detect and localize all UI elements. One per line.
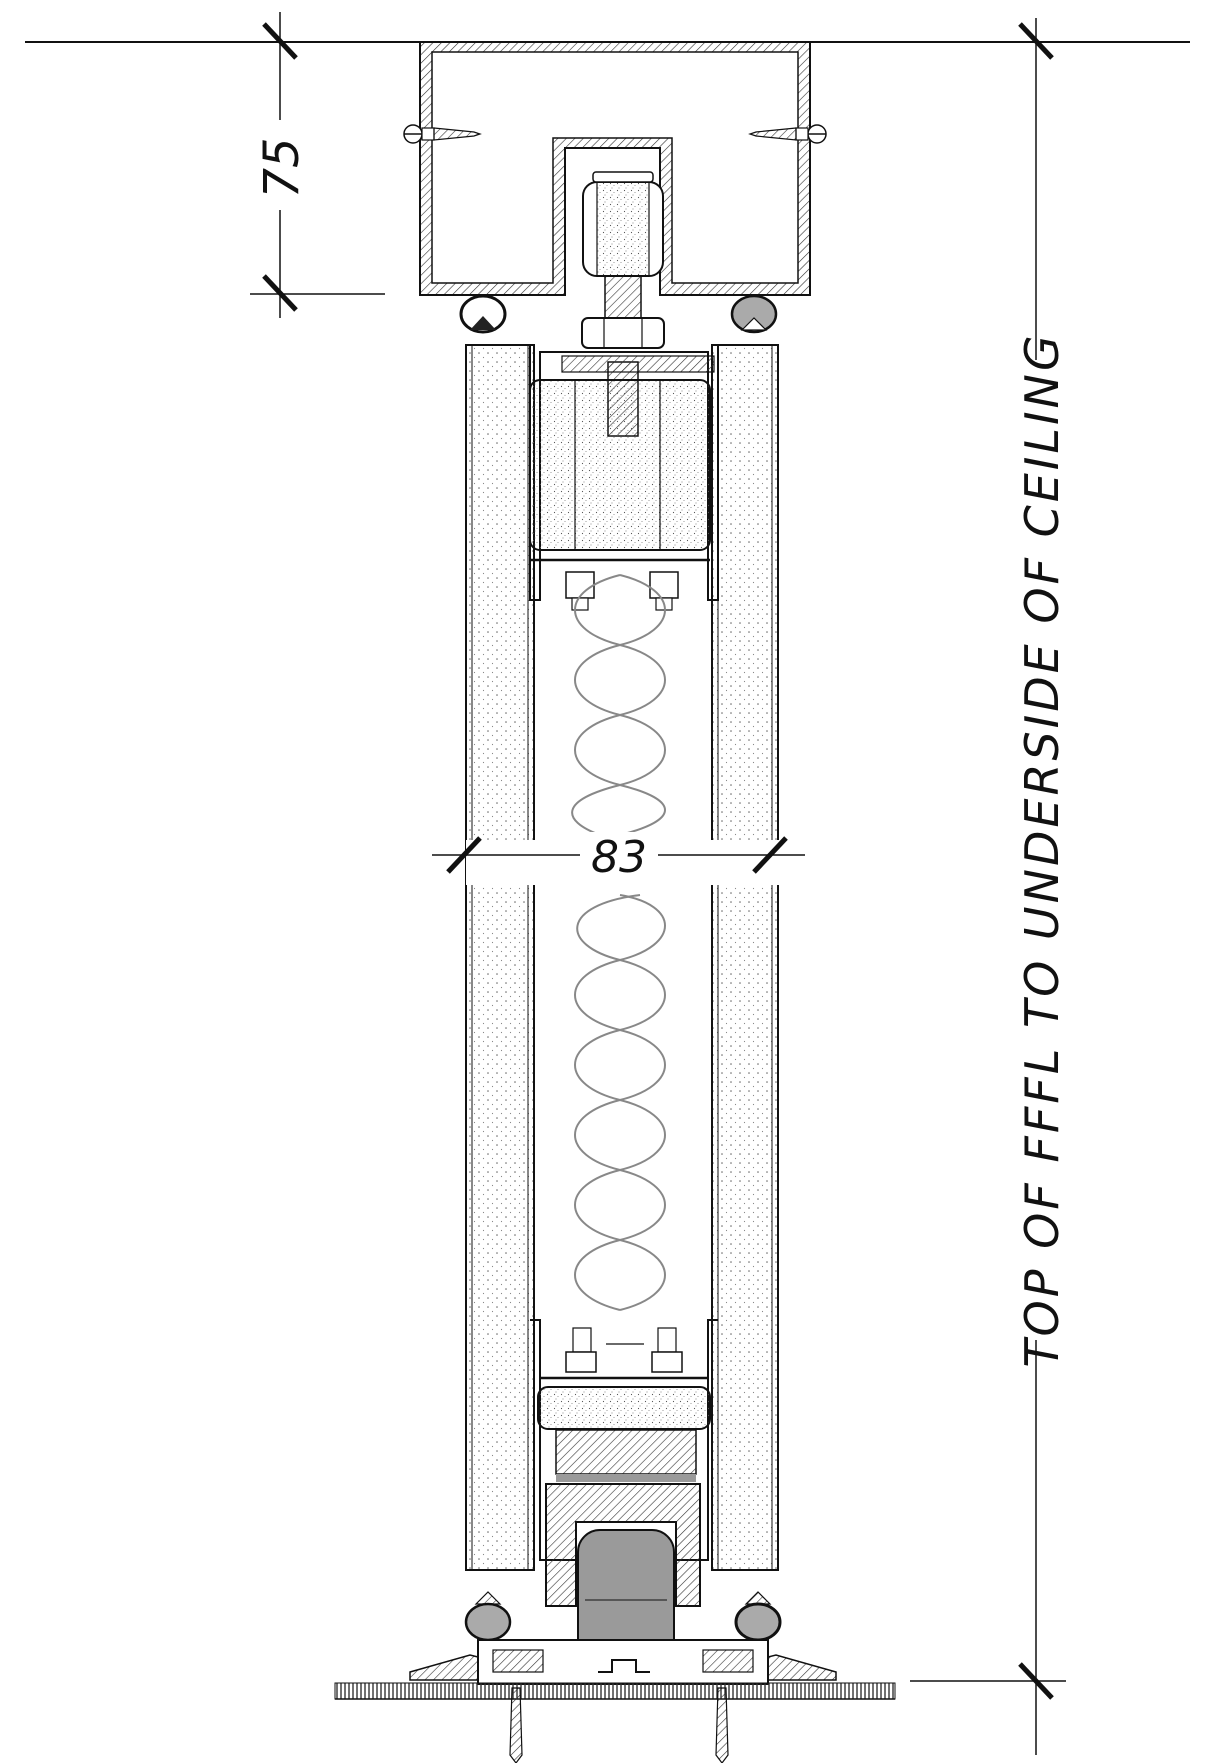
dimension-overall-height-label: TOP OF FFFL TO UNDERSIDE OF CEILING bbox=[1015, 332, 1069, 1367]
bottom-gasket-right-icon bbox=[734, 1591, 782, 1642]
right-panel-board bbox=[710, 344, 780, 1571]
insulation-upper bbox=[571, 574, 666, 836]
dimension-panel-width-label: 83 bbox=[591, 832, 647, 883]
dimension-head-height: 75 bbox=[250, 12, 385, 318]
top-gasket-left-icon bbox=[459, 294, 507, 334]
head-track bbox=[403, 41, 827, 296]
head-screw-right-icon bbox=[748, 124, 827, 144]
insulation-lower bbox=[574, 894, 666, 1311]
top-gasket-right-icon bbox=[730, 294, 778, 334]
floor-screw-left-icon bbox=[509, 1687, 523, 1763]
dimension-head-height-label: 75 bbox=[254, 137, 310, 198]
floor-slab bbox=[334, 1682, 896, 1700]
left-panel-board bbox=[465, 344, 536, 1571]
head-screw-left-icon bbox=[403, 124, 482, 144]
bottom-gasket-left-icon bbox=[464, 1591, 512, 1642]
top-frame-profile bbox=[466, 344, 778, 611]
dimension-panel-width: 83 bbox=[432, 832, 805, 883]
bottom-frame-profile bbox=[530, 1319, 718, 1671]
dimension-overall-height: TOP OF FFFL TO UNDERSIDE OF CEILING bbox=[910, 18, 1070, 1755]
floor-track bbox=[409, 1639, 837, 1685]
floor-screw-right-icon bbox=[715, 1687, 729, 1763]
